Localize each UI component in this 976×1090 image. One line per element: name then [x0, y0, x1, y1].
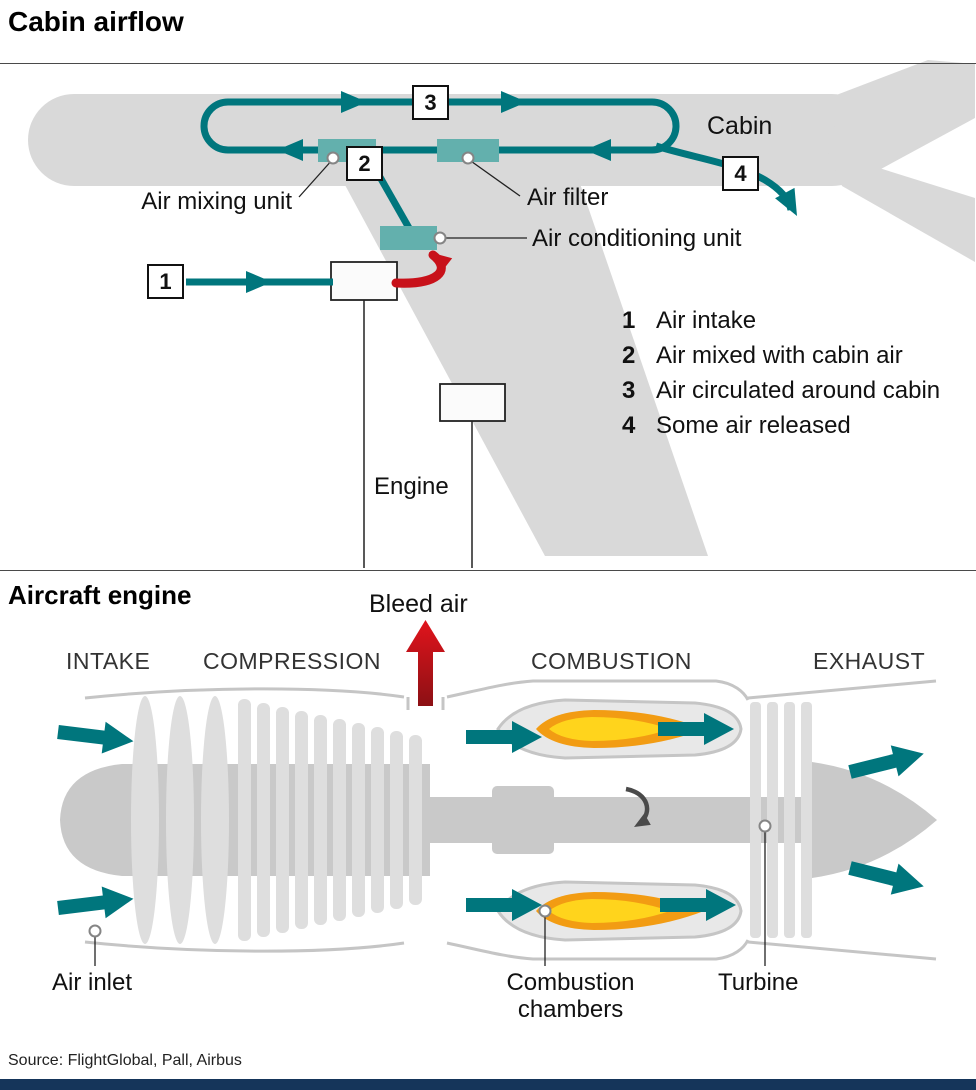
engine-boxes	[330, 261, 506, 422]
top-rule	[0, 63, 976, 64]
stage-intake-label: INTAKE	[66, 648, 151, 674]
bleed-air-label: Bleed air	[369, 590, 468, 618]
stage-compression-label: COMPRESSION	[203, 648, 382, 674]
air-inlet-label: Air inlet	[52, 969, 133, 996]
marker-4: 4	[722, 156, 759, 191]
legend-item-1: 1 Air intake	[622, 307, 756, 335]
engine-label: Engine	[374, 473, 449, 500]
engine-box-right	[439, 383, 506, 422]
hot-air-curve	[391, 244, 453, 288]
stage-combustion-label: COMBUSTION	[531, 648, 692, 674]
source-credit: Source: FlightGlobal, Pall, Airbus	[8, 1052, 242, 1069]
legend-num: 4	[622, 412, 636, 439]
wing	[338, 172, 708, 556]
air-mixing-unit-label: Air mixing unit	[141, 188, 292, 215]
air-conditioning-unit-box	[380, 226, 437, 250]
compressor-blades	[238, 699, 422, 941]
legend-num: 1	[622, 307, 636, 334]
bleed-air-arrow	[406, 620, 445, 706]
legend-item-3: 3 Air circulated around cabin	[622, 377, 940, 405]
legend-text: Some air released	[656, 412, 851, 439]
tail-stabilizer	[828, 152, 975, 262]
engine-section-title: Aircraft engine	[8, 580, 192, 610]
engine-connector-lines	[363, 300, 473, 568]
pointer-dots	[326, 151, 475, 245]
footer-bar	[0, 1079, 976, 1090]
nacelle-outline	[84, 679, 937, 961]
stage-exhaust-label: EXHAUST	[813, 648, 926, 674]
marker-1: 1	[147, 264, 184, 299]
arrow-right-icon	[246, 271, 272, 293]
pointer-lines	[298, 158, 527, 239]
engine-box-left	[330, 261, 398, 301]
cabin-label: Cabin	[707, 112, 773, 140]
rotation-arrow	[625, 786, 651, 833]
legend-item-2: 2 Air mixed with cabin air	[622, 342, 903, 370]
flame-shapes	[536, 710, 704, 930]
fan-blades	[131, 696, 229, 944]
engine-pointer-dots	[88, 819, 772, 938]
air-conditioning-unit-label: Air conditioning unit	[532, 225, 742, 252]
marker-3: 3	[412, 85, 449, 120]
combustion-chambers-label: Combustion chambers	[506, 969, 635, 1023]
engine-diagram	[56, 620, 937, 966]
flow-arrow-icon	[56, 882, 136, 924]
cabin-circulation-loop	[200, 98, 680, 154]
airplane-silhouette	[28, 60, 975, 556]
turbine-label: Turbine	[718, 969, 799, 996]
flow-arrow-icon	[56, 716, 136, 758]
legend-text: Air circulated around cabin	[656, 377, 941, 404]
legend-text: Air mixed with cabin air	[656, 342, 903, 369]
air-filter-box	[437, 139, 499, 162]
air-filter-label: Air filter	[527, 184, 609, 211]
turbine-blades	[750, 702, 812, 938]
engine-pointer-lines	[94, 831, 766, 966]
legend-item-4: 4 Some air released	[622, 412, 851, 440]
legend-text: Air intake	[656, 307, 757, 334]
page-title: Cabin airflow	[8, 6, 184, 37]
legend-num: 3	[622, 377, 636, 404]
section-rule	[0, 570, 976, 571]
tail-fin	[818, 60, 975, 176]
marker-2: 2	[346, 146, 383, 181]
legend-num: 2	[622, 342, 636, 369]
